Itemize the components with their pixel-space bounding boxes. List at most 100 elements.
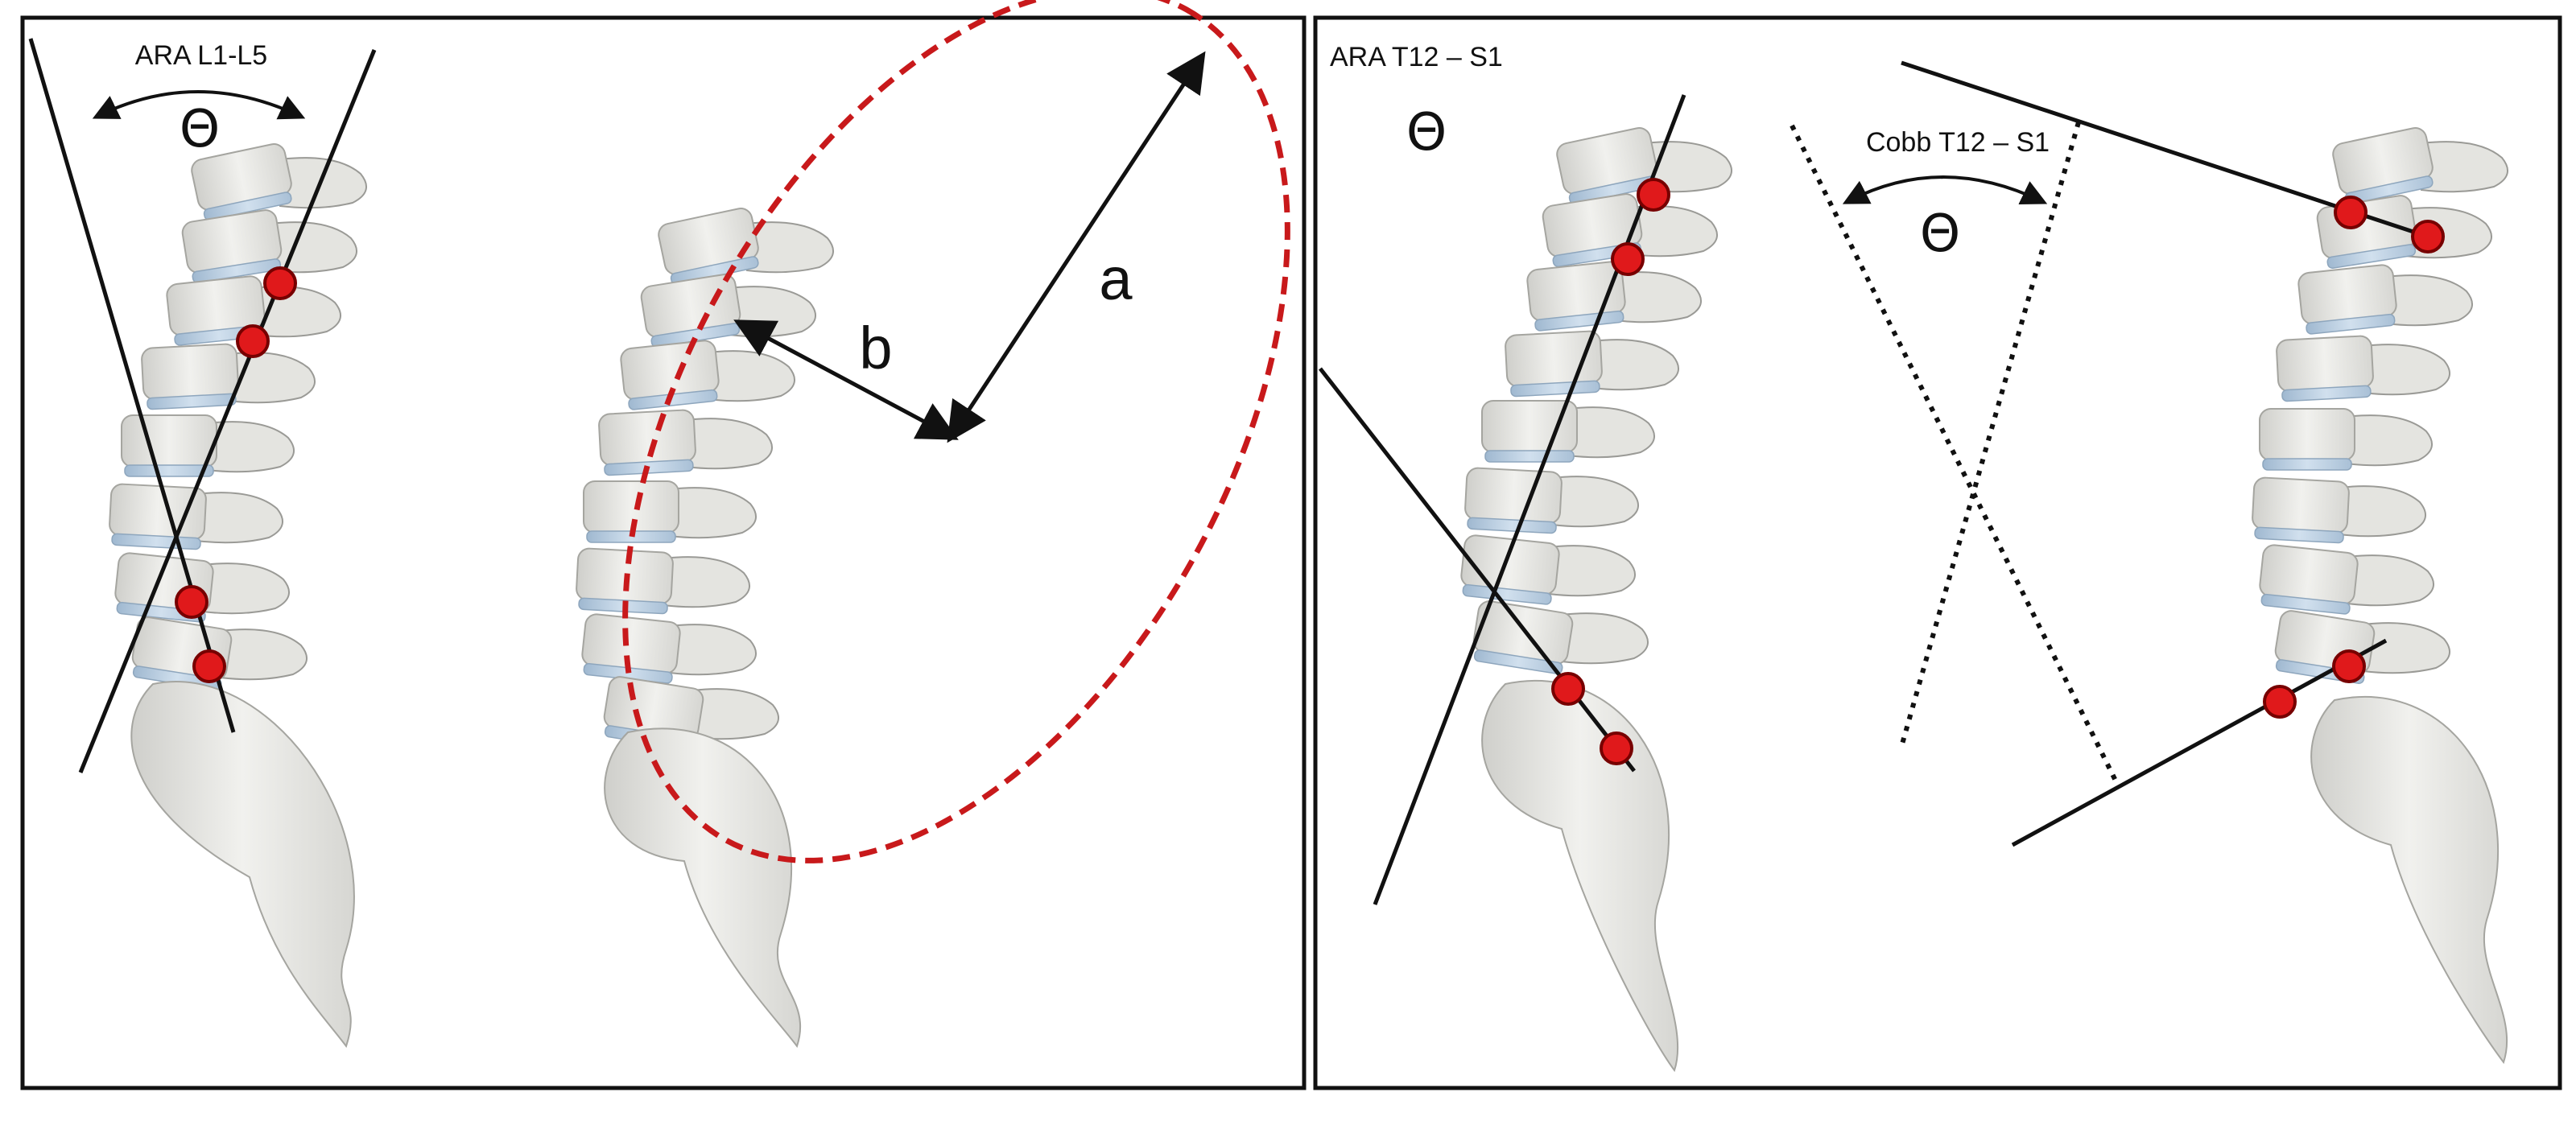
ellipse-fit-diagram: a b [622,0,1290,863]
vertebral-body [141,343,239,401]
cobb-angle-label: Cobb T12 – S1 [1866,127,2050,158]
spinous-process [2363,344,2451,396]
axis-b-label: b [859,315,892,381]
semi-major-axis-arrow [947,51,1206,443]
spinous-process [2345,414,2434,467]
vertebra-marker [2263,685,2297,719]
panel-angle-label: ARA L1-L5 [135,40,267,71]
intervertebral-disc [1510,380,1600,398]
ara-line-upper [78,49,377,773]
spinous-process [1614,271,1703,323]
ara-line-lower [1319,367,1636,773]
intervertebral-disc [1462,583,1552,605]
ara-t12-s1-diagram: ARA T12 – S1 Θ [1319,42,1686,905]
intervertebral-disc [192,258,282,283]
intervertebral-disc [203,192,292,221]
spinous-process [708,350,796,402]
panel-left-frame [20,15,1307,1090]
intervertebral-disc [124,464,214,477]
spinous-process [202,562,291,615]
spine-illustration [576,208,835,1049]
spinous-process [2347,554,2435,607]
spinous-process [746,221,835,274]
spinous-process [1551,476,1640,528]
spine-illustration [2252,127,2509,1065]
fitted-ellipse [622,0,1290,863]
spinous-process [691,688,780,740]
vertebral-body [598,409,696,467]
spinous-process [1645,141,1733,193]
vertebra-marker [175,585,208,619]
vertebra-marker [1611,242,1645,276]
vertebra-marker [2332,649,2366,683]
intervertebral-disc [2306,313,2396,335]
spinous-process [270,221,358,274]
spinous-process [2385,274,2474,327]
vertebral-body [2259,408,2355,461]
theta-symbol: Θ [1406,103,1447,163]
spinous-process [1591,339,1680,391]
spinous-process [2421,141,2509,193]
spine-illustrations [109,127,2509,1073]
spinous-process [196,492,284,544]
panel-angle-label: ARA T12 – S1 [1330,42,1503,72]
intervertebral-disc [2260,593,2351,615]
intervertebral-disc [1484,450,1575,463]
sacrum [604,727,802,1049]
spinous-process [1548,545,1637,597]
spinous-process [207,421,295,473]
spinous-process [2363,622,2451,674]
spinous-process [669,624,758,676]
spinous-process [1630,205,1719,258]
intervertebral-disc [2281,385,2372,402]
intervertebral-disc [1467,517,1557,534]
intervertebral-disc [1473,649,1563,674]
cobb-theta-symbol: Θ [1920,204,1960,264]
vertebra-marker [236,324,270,358]
vertebral-body [1505,330,1603,388]
spine-illustration [109,143,368,1049]
axis-a-label: a [1099,245,1133,312]
semi-minor-axis-arrow [733,319,959,440]
vertebra-marker [1600,731,1633,765]
spinous-process [685,418,774,470]
spinous-process [228,352,316,404]
panel-right-frame [1313,15,2562,1090]
vertebral-body [1464,467,1563,525]
intervertebral-disc [147,393,237,410]
vertebra-marker [2411,220,2445,253]
theta-symbol: Θ [180,100,220,159]
vertebral-body [2252,476,2350,534]
cobb-theta-arc [1842,175,2048,204]
vertebra-marker [192,649,226,683]
vertebra-marker [1637,178,1670,212]
intervertebral-disc [2254,526,2344,544]
vertebral-body [109,483,207,541]
sacrum [2310,695,2508,1065]
sacrum [130,681,355,1049]
cobb-perpendicular-1 [1790,124,2118,782]
cobb-endplate-line-lower [2011,638,2388,847]
sacrum [1481,679,1679,1073]
spinous-process [279,157,368,209]
vertebral-body [121,414,217,468]
spinous-process [2339,485,2427,538]
intervertebral-disc [2262,458,2352,471]
vertebra-marker [2334,196,2368,229]
spinous-process [1567,406,1656,459]
theta-arc [92,90,306,120]
spinous-process [669,487,758,539]
intervertebral-disc [2326,244,2417,269]
spinous-process [220,628,308,681]
cobb-t12-s1-diagram: Cobb T12 – S1 Θ [1790,60,2445,847]
intervertebral-disc [116,601,206,623]
vertebra-marker [263,266,297,300]
ara-l1-l5-diagram: ARA L1-L5 Θ [28,38,377,773]
spinous-process [729,286,817,338]
vertebral-body [2276,335,2374,393]
ara-line-upper [1373,94,1686,905]
spinous-process [1561,612,1649,665]
vertebra-marker [1551,672,1585,706]
spinous-process [663,556,751,608]
